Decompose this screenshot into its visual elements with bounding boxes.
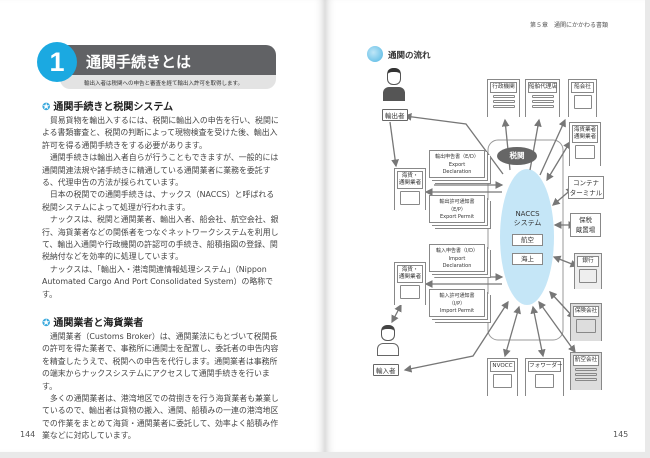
paragraph: 日本の税関での通関手続きは、ナックス（NACCS）と呼ばれる税関システムによって…: [42, 190, 275, 212]
building-label: NVOCC: [490, 361, 515, 372]
building-airline: 航空会社: [570, 352, 602, 390]
bonded-area-box: 保税蔵置場: [570, 213, 601, 237]
building-label: 航空会社: [573, 355, 599, 366]
building-label: 通関業者: [398, 274, 422, 280]
doc-line: Export: [448, 161, 466, 168]
naccs-system: システム: [513, 219, 542, 227]
paragraph: 通関手続きは輸出入者自らが行うこともできますが、一般的には通関関連法規や諸手続き…: [42, 153, 279, 188]
naccs-name: NACCS: [515, 210, 540, 218]
document-import-permit: 輸入許可通知書（I/P）Import Permit: [429, 289, 485, 317]
page-subtitle: 輸出入者は税関への申告と審査を経て輸出入許可を取得します。: [60, 75, 276, 89]
importer-figure-icon: [377, 325, 399, 361]
node-label: 保税: [579, 216, 592, 224]
section-heading-text: 通関業者と海貨業者: [53, 318, 144, 329]
building-insurance: 保険会社: [570, 303, 602, 341]
section-heading-text: 通関手続きと税関システム: [53, 102, 174, 113]
document-export-permit: 輸出許可通知書（E/P）Export Permit: [429, 195, 485, 223]
doc-line: Export Permit: [439, 214, 475, 220]
section-body: 通関業者（Customs Broker）は、通関業法にもとづいて税関長の許可を得…: [42, 331, 280, 443]
container-terminal-box: コンテナターミナル: [568, 176, 604, 199]
building-label: 銀行: [577, 256, 599, 267]
section-heading: ✪通関業者と海貨業者: [42, 318, 143, 330]
building-forwarder-broker-export: 海貨・通関業者: [394, 168, 426, 210]
page-title: 通関手続きとは: [60, 45, 276, 75]
section-body: 貿易貨物を輸出入するには、税関に輸出入の申告を行い、税関による書類審査と、税関の…: [42, 115, 280, 301]
globe-icon: [367, 46, 383, 62]
building-forwarder-broker-import: 海貨・通関業者: [394, 262, 426, 305]
doc-line: Declaration: [442, 169, 472, 175]
building-label: 通関業者: [398, 180, 422, 186]
building-label: 海貨・: [401, 267, 419, 273]
doc-line: （I/P）: [448, 300, 466, 307]
doc-line: 輸出許可通知書: [439, 199, 475, 205]
building-label: 保険会社: [573, 306, 599, 317]
paragraph: ナックスは、「輸出入・港湾関連情報処理システム」（Nippon Automate…: [42, 264, 274, 299]
node-label: 蔵置場: [575, 226, 596, 234]
node-label: ターミナル: [569, 189, 603, 197]
running-header: 第５章 通関にかかわる書類: [530, 22, 609, 29]
diagram-title: 通関の流れ: [388, 51, 431, 61]
doc-line: （E/P）: [448, 206, 466, 213]
page-number: 145: [613, 430, 629, 439]
building-label: 行政機関: [490, 82, 517, 93]
right-page: 第５章 通関にかかわる書類 通関の流れ 輸出者 輸入者 行政機関 船舶代理店 船…: [325, 0, 645, 452]
building-forwarder-broker-right: 海貨業者通関業者: [569, 122, 601, 166]
building-shipping-line: 船会社: [568, 79, 597, 117]
building-label: 海貨業者: [573, 127, 597, 133]
building-nvocc: NVOCC: [487, 358, 518, 396]
doc-line: Import: [448, 255, 466, 262]
building-forwarder: フォワーダー: [525, 358, 564, 396]
doc-line: Declaration: [442, 263, 472, 269]
paragraph: 多くの通関業者は、港湾地区での荷捌きを行う海貨業者も兼業しているので、輸出者は貨…: [42, 394, 279, 441]
section-heading: ✪通関手続きと税関システム: [42, 102, 173, 114]
building-label: 海貨・: [401, 173, 419, 179]
doc-line: 輸入申告書（I/D）: [435, 248, 478, 254]
paragraph: 貿易貨物を輸出入するには、税関に輸出入の申告を行い、税関による書類審査と、税関の…: [42, 116, 279, 150]
building-shipping-agent: 船舶代理店: [525, 79, 560, 117]
building-label: 船会社: [571, 82, 594, 93]
page-number: 144: [20, 430, 36, 439]
exporter-figure-icon: [383, 68, 405, 108]
customs-node: 税関: [497, 147, 537, 165]
doc-line: 輸出申告書（E/D）: [435, 154, 479, 160]
left-page: 1 通関手続きとは 輸出入者は税関への申告と審査を経て輸出入許可を取得します。 …: [0, 0, 325, 452]
naccs-air-box: 航空: [512, 234, 543, 246]
building-bank: 銀行: [574, 253, 602, 289]
building-label: 通関業者: [573, 134, 597, 140]
node-label: コンテナ: [573, 179, 599, 187]
building-government: 行政機関: [487, 79, 520, 117]
paragraph: ナックスは、税関と通関業者、輸出入者、船会社、航空会社、銀行、海貨業者などの関係…: [42, 215, 279, 262]
importer-label: 輸入者: [373, 364, 399, 376]
star-icon: ✪: [42, 318, 51, 329]
doc-line: 輸入許可通知書: [439, 293, 475, 299]
building-label: 船舶代理店: [528, 82, 557, 93]
paragraph: 通関業者（Customs Broker）は、通関業法にもとづいて税関長の許可を得…: [42, 332, 279, 391]
doc-line: Import Permit: [439, 308, 475, 314]
building-label: フォワーダー: [528, 361, 563, 372]
exporter-label: 輸出者: [382, 109, 408, 121]
section-number-badge: 1: [37, 42, 77, 82]
star-icon: ✪: [42, 102, 51, 113]
naccs-sea-box: 海上: [512, 253, 543, 265]
